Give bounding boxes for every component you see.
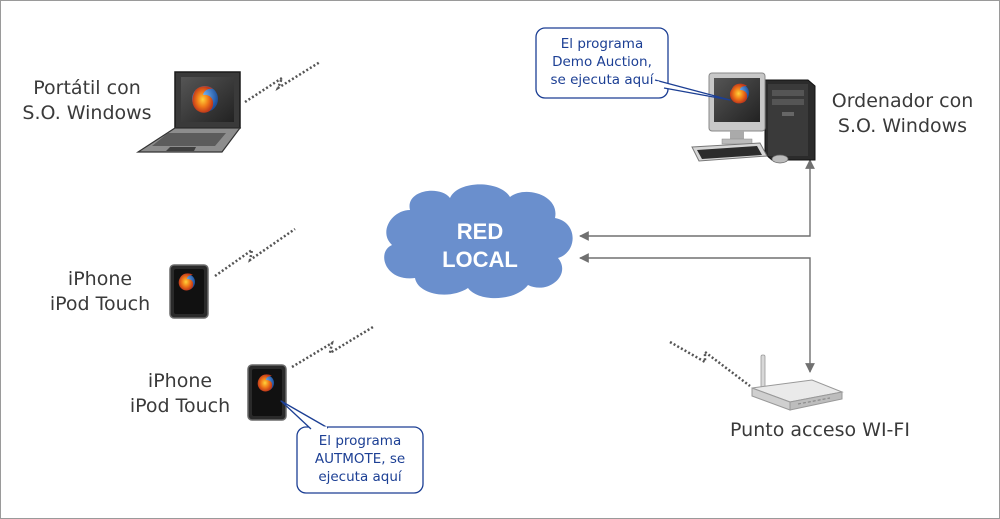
desktop-connector — [579, 159, 815, 241]
wireless-signal-iphone-1 — [214, 227, 296, 278]
wireless-signals — [214, 60, 751, 387]
iphone-icon-1 — [169, 264, 209, 319]
cloud-icon — [384, 184, 573, 299]
callout-iphone-line-2: AUTMOTE, se — [314, 451, 406, 467]
firefox-icon — [192, 86, 218, 113]
cloud-label-line-1: RED — [456, 219, 504, 244]
access-point-connector — [579, 253, 815, 373]
iphone-label-1: iPhone iPod Touch — [30, 267, 170, 317]
iphone-label-1-line-1: iPhone — [67, 268, 133, 290]
access-point-label-text: Punto acceso WI-FI — [730, 419, 910, 441]
iphone-label-2: iPhone iPod Touch — [110, 369, 250, 419]
desktop-label-line-2: S.O. Windows — [837, 115, 968, 137]
wireless-signal-iphone-2 — [291, 325, 374, 369]
laptop-label-line-1: Portátil con — [33, 77, 141, 99]
laptop-label: Portátil con S.O. Windows — [12, 76, 162, 126]
firefox-icon — [729, 83, 749, 104]
desktop-computer-icon — [691, 72, 816, 164]
wireless-signal-access-point — [669, 340, 751, 387]
callout-iphone-line-1: El programa — [318, 433, 402, 449]
callout-desktop-line-3: se ejecuta aquí — [550, 72, 654, 88]
callout-desktop-line-2: Demo Auction, — [552, 54, 652, 70]
callout-iphone-line-3: ejecuta aquí — [318, 469, 402, 485]
callout-desktop — [535, 27, 731, 101]
access-point-label: Punto acceso WI-FI — [705, 418, 935, 443]
firefox-icon — [178, 273, 195, 291]
cloud-label: RED LOCAL — [420, 218, 540, 274]
iphone-label-2-line-1: iPhone — [147, 370, 213, 392]
router-icon — [751, 354, 844, 411]
iphone-label-2-line-2: iPod Touch — [129, 395, 231, 417]
callout-desktop-text: El programa Demo Auction, se ejecuta aqu… — [536, 35, 668, 89]
firefox-icon — [257, 374, 274, 392]
iphone-label-1-line-2: iPod Touch — [49, 293, 151, 315]
laptop-label-line-2: S.O. Windows — [22, 102, 152, 124]
iphone-icon-2 — [247, 364, 287, 421]
callout-iphone — [280, 400, 424, 494]
desktop-label: Ordenador con S.O. Windows — [820, 89, 985, 139]
callout-desktop-line-1: El programa — [560, 36, 644, 52]
callout-iphone-text: El programa AUTMOTE, se ejecuta aquí — [297, 432, 423, 486]
desktop-label-line-1: Ordenador con — [831, 90, 974, 112]
wireless-signal-laptop — [244, 60, 321, 104]
cloud-label-line-2: LOCAL — [442, 247, 518, 272]
laptop-icon — [135, 71, 242, 153]
